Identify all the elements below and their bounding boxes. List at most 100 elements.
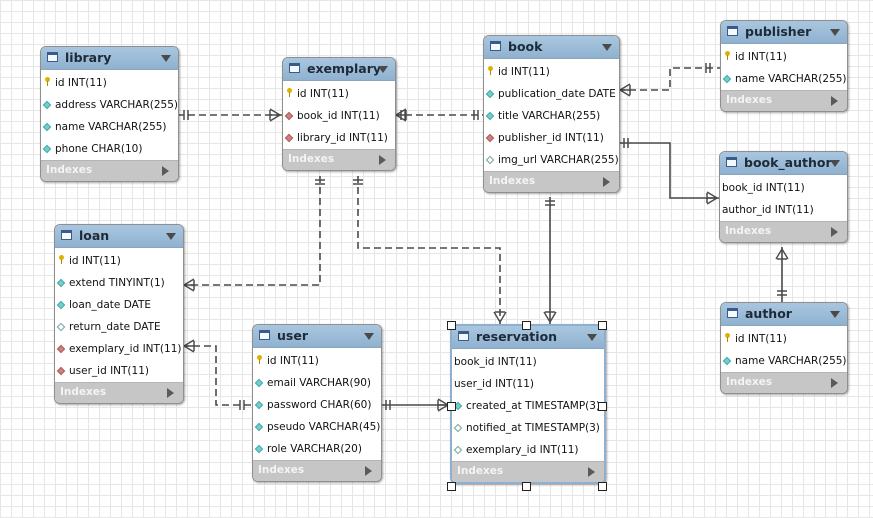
indexes-section[interactable]: Indexes	[721, 90, 847, 111]
column-row[interactable]: notified_at TIMESTAMP(3)	[452, 417, 604, 439]
expand-arrow-icon[interactable]	[365, 466, 372, 476]
column-label: id INT(11)	[735, 51, 787, 63]
column-row[interactable]: id INT(11)	[721, 46, 847, 68]
column-row[interactable]: password CHAR(60)	[253, 394, 381, 416]
expand-arrow-icon[interactable]	[831, 96, 838, 106]
indexes-section[interactable]: Indexes	[41, 160, 178, 181]
column-row[interactable]: id INT(11)	[55, 250, 183, 272]
foreign-key-icon	[56, 366, 66, 376]
selection-handle[interactable]	[447, 482, 456, 491]
expand-arrow-icon[interactable]	[162, 166, 169, 176]
selection-handle[interactable]	[598, 321, 607, 330]
collapse-arrow-icon[interactable]	[161, 55, 171, 62]
expand-arrow-icon[interactable]	[603, 177, 610, 187]
column-row[interactable]: return_date DATE	[55, 316, 183, 338]
column-icon	[254, 422, 264, 432]
column-row[interactable]: publisher_id INT(11)	[484, 127, 619, 149]
table-header[interactable]: publisher	[721, 21, 847, 44]
table-header[interactable]: author	[721, 303, 847, 326]
column-row[interactable]: name VARCHAR(255)	[41, 116, 178, 138]
column-row[interactable]: name VARCHAR(255)	[721, 68, 847, 90]
table-header[interactable]: user	[253, 325, 381, 348]
column-row[interactable]: library_id INT(11)	[283, 127, 395, 149]
column-row[interactable]: extend TINYINT(1)	[55, 272, 183, 294]
column-label: book_id INT(11)	[297, 110, 380, 122]
column-row[interactable]: id INT(11)	[283, 83, 395, 105]
table-header[interactable]: library	[41, 47, 178, 70]
column-icon	[42, 144, 52, 154]
column-row[interactable]: book_id INT(11)	[720, 177, 847, 199]
indexes-section[interactable]: Indexes	[720, 221, 847, 242]
column-row[interactable]: publication_date DATE	[484, 83, 619, 105]
selection-handle[interactable]	[447, 321, 456, 330]
collapse-arrow-icon[interactable]	[830, 29, 840, 36]
column-label: book_id INT(11)	[454, 356, 537, 368]
expand-arrow-icon[interactable]	[831, 378, 838, 388]
table-header[interactable]: loan	[55, 225, 183, 248]
collapse-arrow-icon[interactable]	[364, 333, 374, 340]
column-row[interactable]: phone CHAR(10)	[41, 138, 178, 160]
column-row[interactable]: title VARCHAR(255)	[484, 105, 619, 127]
indexes-section[interactable]: Indexes	[721, 372, 847, 393]
column-row[interactable]: user_id INT(11)	[55, 360, 183, 382]
crows-foot-marker	[706, 191, 718, 205]
crows-foot-marker	[619, 83, 631, 97]
column-label: user_id INT(11)	[454, 378, 534, 390]
column-label: exemplary_id INT(11)	[69, 343, 182, 355]
column-row[interactable]: id INT(11)	[721, 328, 847, 350]
column-row[interactable]: exemplary_id INT(11)	[452, 439, 604, 461]
column-row[interactable]: email VARCHAR(90)	[253, 372, 381, 394]
column-row[interactable]: created_at TIMESTAMP(3)	[452, 395, 604, 417]
column-row[interactable]: pseudo VARCHAR(45)	[253, 416, 381, 438]
collapse-arrow-icon[interactable]	[602, 44, 612, 51]
indexes-section[interactable]: Indexes	[452, 461, 604, 482]
column-icon	[485, 89, 495, 99]
column-row[interactable]: loan_date DATE	[55, 294, 183, 316]
collapse-arrow-icon[interactable]	[587, 334, 597, 341]
column-row[interactable]: book_id INT(11)	[452, 351, 604, 373]
column-row[interactable]: name VARCHAR(255)	[721, 350, 847, 372]
selection-handle[interactable]	[598, 482, 607, 491]
selection-handle[interactable]	[447, 402, 456, 411]
expand-arrow-icon[interactable]	[167, 388, 174, 398]
indexes-section[interactable]: Indexes	[283, 149, 395, 170]
collapse-arrow-icon[interactable]	[378, 66, 388, 73]
column-row[interactable]: id INT(11)	[253, 350, 381, 372]
selection-handle[interactable]	[522, 321, 531, 330]
column-row[interactable]: exemplary_id INT(11)	[55, 338, 183, 360]
collapse-arrow-icon[interactable]	[830, 311, 840, 318]
expand-arrow-icon[interactable]	[379, 155, 386, 165]
table-header[interactable]: reservation	[452, 326, 604, 349]
column-row[interactable]: address VARCHAR(255)	[41, 94, 178, 116]
column-row[interactable]: role VARCHAR(20)	[253, 438, 381, 460]
selection-handle[interactable]	[522, 482, 531, 491]
selection-handle[interactable]	[598, 402, 607, 411]
collapse-arrow-icon[interactable]	[166, 233, 176, 240]
column-row[interactable]: img_url VARCHAR(255)	[484, 149, 619, 171]
indexes-section[interactable]: Indexes	[484, 171, 619, 192]
table-publisher[interactable]: publisher id INT(11) name VARCHAR(255)Inde…	[720, 20, 848, 112]
indexes-section[interactable]: Indexes	[55, 382, 183, 403]
collapse-arrow-icon[interactable]	[830, 160, 840, 167]
expand-arrow-icon[interactable]	[588, 467, 595, 477]
column-row[interactable]: book_id INT(11)	[283, 105, 395, 127]
column-row[interactable]: id INT(11)	[41, 72, 178, 94]
table-icon	[47, 52, 58, 62]
expand-arrow-icon[interactable]	[831, 227, 838, 237]
table-header[interactable]: book_author	[720, 152, 847, 175]
table-header[interactable]: exemplary	[283, 58, 395, 81]
column-row[interactable]: user_id INT(11)	[452, 373, 604, 395]
table-header[interactable]: book	[484, 36, 619, 59]
column-row[interactable]: id INT(11)	[484, 61, 619, 83]
column-row[interactable]: author_id INT(11)	[720, 199, 847, 221]
table-reservation[interactable]: reservation book_id INT(11) user_id INT(11…	[450, 324, 606, 484]
indexes-section[interactable]: Indexes	[253, 460, 381, 481]
